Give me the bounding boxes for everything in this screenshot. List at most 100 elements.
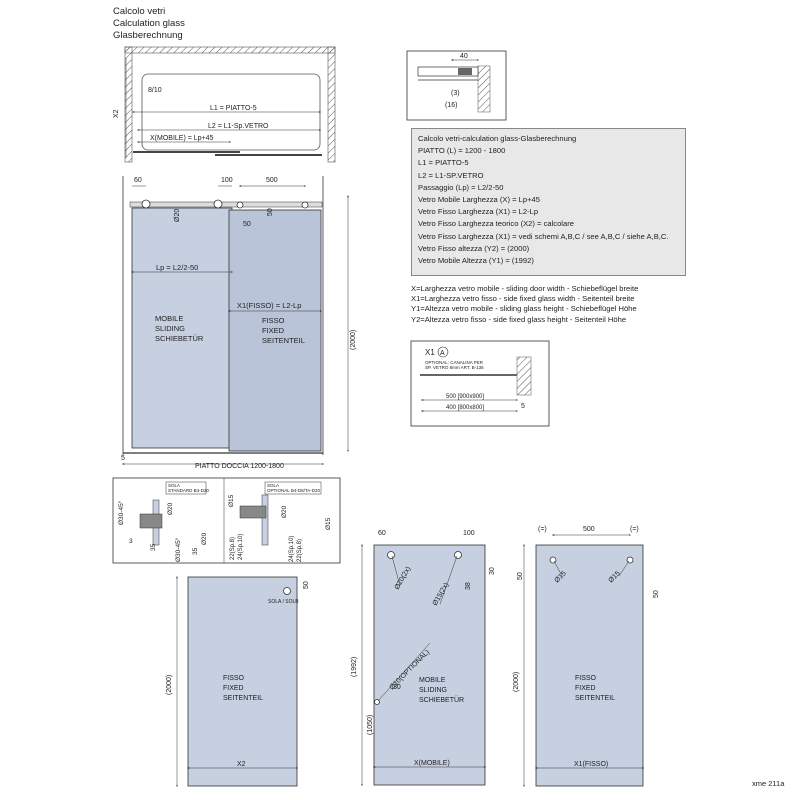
front-fisso-1: FISSO	[262, 316, 285, 325]
calc-line: Vetro Mobile Larghezza (X) = Lp+45	[418, 195, 540, 205]
section-details: SOLA STANDARD B4-D20 Ø30-45° Ø20 Ø20 3 3…	[112, 477, 341, 564]
header-line-3: Glasberechnung	[113, 30, 183, 41]
plan-wall-top	[124, 46, 336, 54]
section-right-label2: OPTIONAL B4-D8/TA-D20	[267, 488, 321, 493]
panel-mobile-leader-3	[377, 642, 431, 702]
front-50b: 50	[267, 208, 274, 216]
panel-fisso-left-hole	[283, 587, 291, 595]
calculation-box: Calcolo vetri-calculation glass-Glasbere…	[411, 128, 686, 276]
section-left-35a: 35	[150, 543, 157, 551]
panel-mobile-60: 60	[378, 530, 386, 537]
drawing-code: xme 211a	[752, 779, 785, 788]
front-fisso-2: FIXED	[262, 326, 285, 335]
panel-mobile-1992: (1992)	[351, 657, 358, 677]
detail-a-wall	[516, 356, 532, 396]
section-left-label-box	[165, 481, 207, 495]
section-left-3045b: Ø30-45°	[174, 537, 182, 562]
plan-l1-label: L1 = PIATTO-5	[210, 105, 257, 112]
detail-a-x1: X1	[425, 348, 435, 357]
panel-fisso-right-500: 500	[583, 526, 595, 533]
detail-a-400: 400 [800x800]	[446, 405, 484, 411]
section-left-20b: Ø20	[201, 532, 208, 545]
panel-fisso-left-50: 50	[303, 581, 310, 589]
panel-mobile-x: X(MOBILE)	[414, 760, 450, 767]
calc-line: PIATTO (L) = 1200 - 1800	[418, 146, 506, 156]
rail-detail-frame	[406, 50, 507, 121]
calc-line: Passaggio (Lp) = L2/2-50	[418, 182, 504, 192]
front-glass-fixed	[228, 209, 322, 452]
rail-detail-cap	[458, 68, 472, 75]
panel-fisso-right-50b: 50	[653, 590, 660, 598]
section-right-sp10b: 24(Sp.10)	[289, 536, 295, 562]
front-100: 100	[221, 177, 233, 184]
plan-x2-label: X2	[113, 109, 120, 118]
panel-fisso-right-f3: SEITENTEIL	[575, 695, 615, 702]
front-mobile-2: SLIDING	[155, 324, 185, 333]
calc-line: Vetro Mobile Altezza (Y1) = (1992)	[418, 256, 534, 266]
front-roller-2	[213, 199, 223, 209]
detail-a-5: 5	[521, 403, 525, 410]
panel-fisso-left-f1: FISSO	[223, 675, 245, 682]
section-right-fitting	[239, 505, 267, 519]
calc-line: Vetro Fisso Larghezza (X1) = L2-Lp	[418, 207, 539, 217]
front-2000: (2000)	[350, 330, 357, 350]
rail-detail-40: 40	[460, 53, 468, 60]
panel-fisso-right-f2: FIXED	[575, 685, 596, 692]
legend-item: X1=Larghezza vetro fisso - side fixed gl…	[411, 294, 635, 304]
panel-fisso-right-50a: 50	[517, 572, 524, 580]
panel-fisso-right-hole-2	[626, 556, 634, 564]
front-lp-label: Lp = L2/2-50	[156, 263, 198, 272]
panel-fisso-left-x2: X2	[237, 761, 246, 768]
panel-fisso-left-f2: FIXED	[223, 685, 244, 692]
detail-a: X1 A OPTIONAL: CANALINA PER SP. VETRO 8m…	[410, 340, 550, 427]
panel-mobile-38: 38	[465, 582, 472, 590]
panel-fisso-right-x1: X1(FISSO)	[574, 761, 608, 768]
front-d20: Ø20	[174, 209, 181, 222]
panel-fisso-right-leader-2	[618, 560, 630, 577]
front-5: 5	[121, 455, 125, 462]
top-plan-view: X2 8/10 L1 = PIATTO-5 L2 = L1-Sp.VETRO X…	[113, 46, 336, 163]
section-left-fitting	[139, 513, 163, 529]
section-right-label1: SOLA	[267, 483, 279, 488]
panel-mobile-30b: 30	[393, 684, 401, 691]
panel-fisso-left-sola: SOLA / SOLB	[268, 599, 299, 605]
panel-fisso-right: (=) 500 (=) 50 Ø15 Ø15 50 (2000) FISSO F…	[513, 526, 660, 788]
calc-title: Calcolo vetri-calculation glass-Glasbere…	[418, 134, 577, 143]
panel-fisso-right-eq2: (=)	[630, 526, 639, 533]
panel-fisso-left-2000: (2000)	[166, 675, 173, 695]
section-left-label1: SOLA	[168, 483, 180, 488]
calc-line: Vetro Fisso Larghezza (X1) = vedi schemi…	[418, 231, 669, 241]
front-x1-label: X1(FISSO) = L2-Lp	[237, 301, 301, 310]
section-right-glass	[261, 494, 269, 546]
calc-line: L2 = L1-SP.VETRO	[418, 170, 484, 180]
detail-a-500: 500 [900x900]	[446, 394, 484, 400]
section-right-sp8a: 22(Sp.8)	[230, 537, 236, 560]
detail-a-letter: A	[440, 350, 445, 357]
front-mobile-3: SCHIEBETÜR	[155, 334, 204, 343]
rail-detail-16: (16)	[445, 102, 457, 109]
panel-mobile-m1: MOBILE	[419, 677, 446, 684]
front-rail	[129, 201, 323, 208]
panel-fisso-right-2000: (2000)	[513, 672, 520, 692]
section-right-sp10a: 24(Sp.10)	[238, 534, 244, 560]
panel-mobile-leader-1	[391, 555, 401, 587]
plan-thickness-label: 8/10	[148, 87, 162, 94]
section-right-label-box	[264, 481, 322, 495]
section-left-3: 3	[129, 538, 133, 545]
rail-detail: 40 (3) (16)	[406, 50, 507, 121]
section-right-15: Ø15	[228, 494, 235, 507]
panel-mobile: 60 100 Ø20(2x) Ø15(2x) 38 30 Ø10(OPTIONA…	[351, 530, 496, 787]
header-line-1: Calcolo vetri	[113, 6, 166, 17]
detail-a-optional: OPTIONAL: CANALINA PER	[425, 360, 484, 365]
front-view: 60 100 500 Ø20 50 50 Lp = L2/2-50 X1(FIS…	[121, 176, 357, 470]
panel-mobile-hole-2	[454, 551, 462, 559]
panel-fisso-right-glass	[535, 544, 644, 787]
section-left-label2: STANDARD B4-D20	[168, 488, 209, 493]
legend-item: X=Larghezza vetro mobile - sliding door …	[411, 284, 639, 293]
calc-line: Vetro Fisso Larghezza teorico (X2) = cal…	[418, 219, 574, 229]
panel-mobile-m2: SLIDING	[419, 687, 447, 694]
section-right-20: Ø20	[281, 505, 288, 518]
panel-fisso-right-hole-1	[549, 556, 557, 564]
rail-detail-wall	[477, 65, 491, 113]
